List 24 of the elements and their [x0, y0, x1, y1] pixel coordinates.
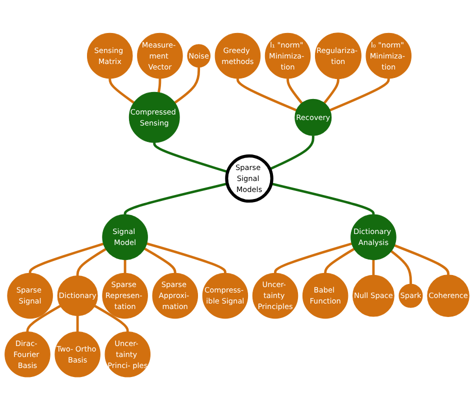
connector — [372, 260, 375, 276]
connector — [270, 182, 375, 215]
connector — [390, 250, 412, 284]
connector — [76, 248, 106, 276]
connector — [329, 78, 390, 112]
connector — [286, 78, 303, 104]
connector — [323, 78, 340, 104]
connector — [158, 78, 162, 93]
connector — [146, 242, 226, 274]
connector — [269, 136, 314, 170]
connector — [76, 316, 79, 332]
connector — [144, 248, 176, 274]
connector — [108, 78, 135, 104]
connector — [94, 304, 129, 332]
connector — [26, 304, 61, 332]
connector — [236, 78, 297, 112]
connector — [324, 248, 355, 274]
connector — [394, 244, 450, 275]
connector — [28, 242, 104, 274]
connector — [174, 67, 200, 104]
connector — [124, 260, 126, 274]
connector — [274, 242, 352, 274]
connector — [153, 142, 228, 174]
connector — [124, 182, 228, 215]
